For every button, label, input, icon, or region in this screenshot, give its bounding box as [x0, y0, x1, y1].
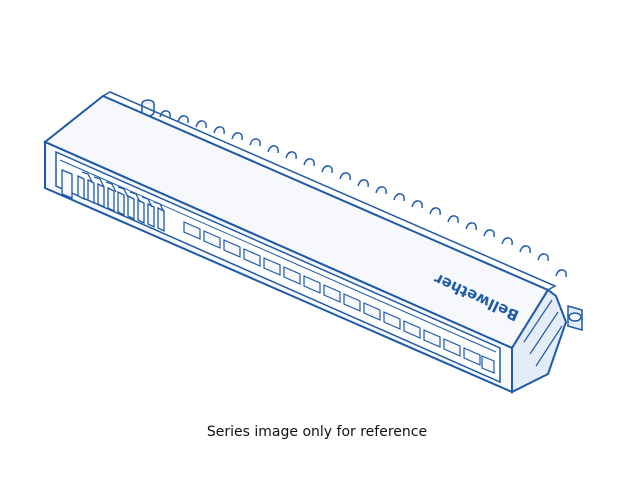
housing-rear-lip [102, 91, 557, 291]
contact-row [183, 221, 495, 374]
connector-illustration: Bellwether [43, 91, 583, 394]
caption-text: Series image only for reference [206, 424, 428, 440]
left-contact-block [61, 169, 165, 233]
right-mounting-post [567, 305, 583, 331]
